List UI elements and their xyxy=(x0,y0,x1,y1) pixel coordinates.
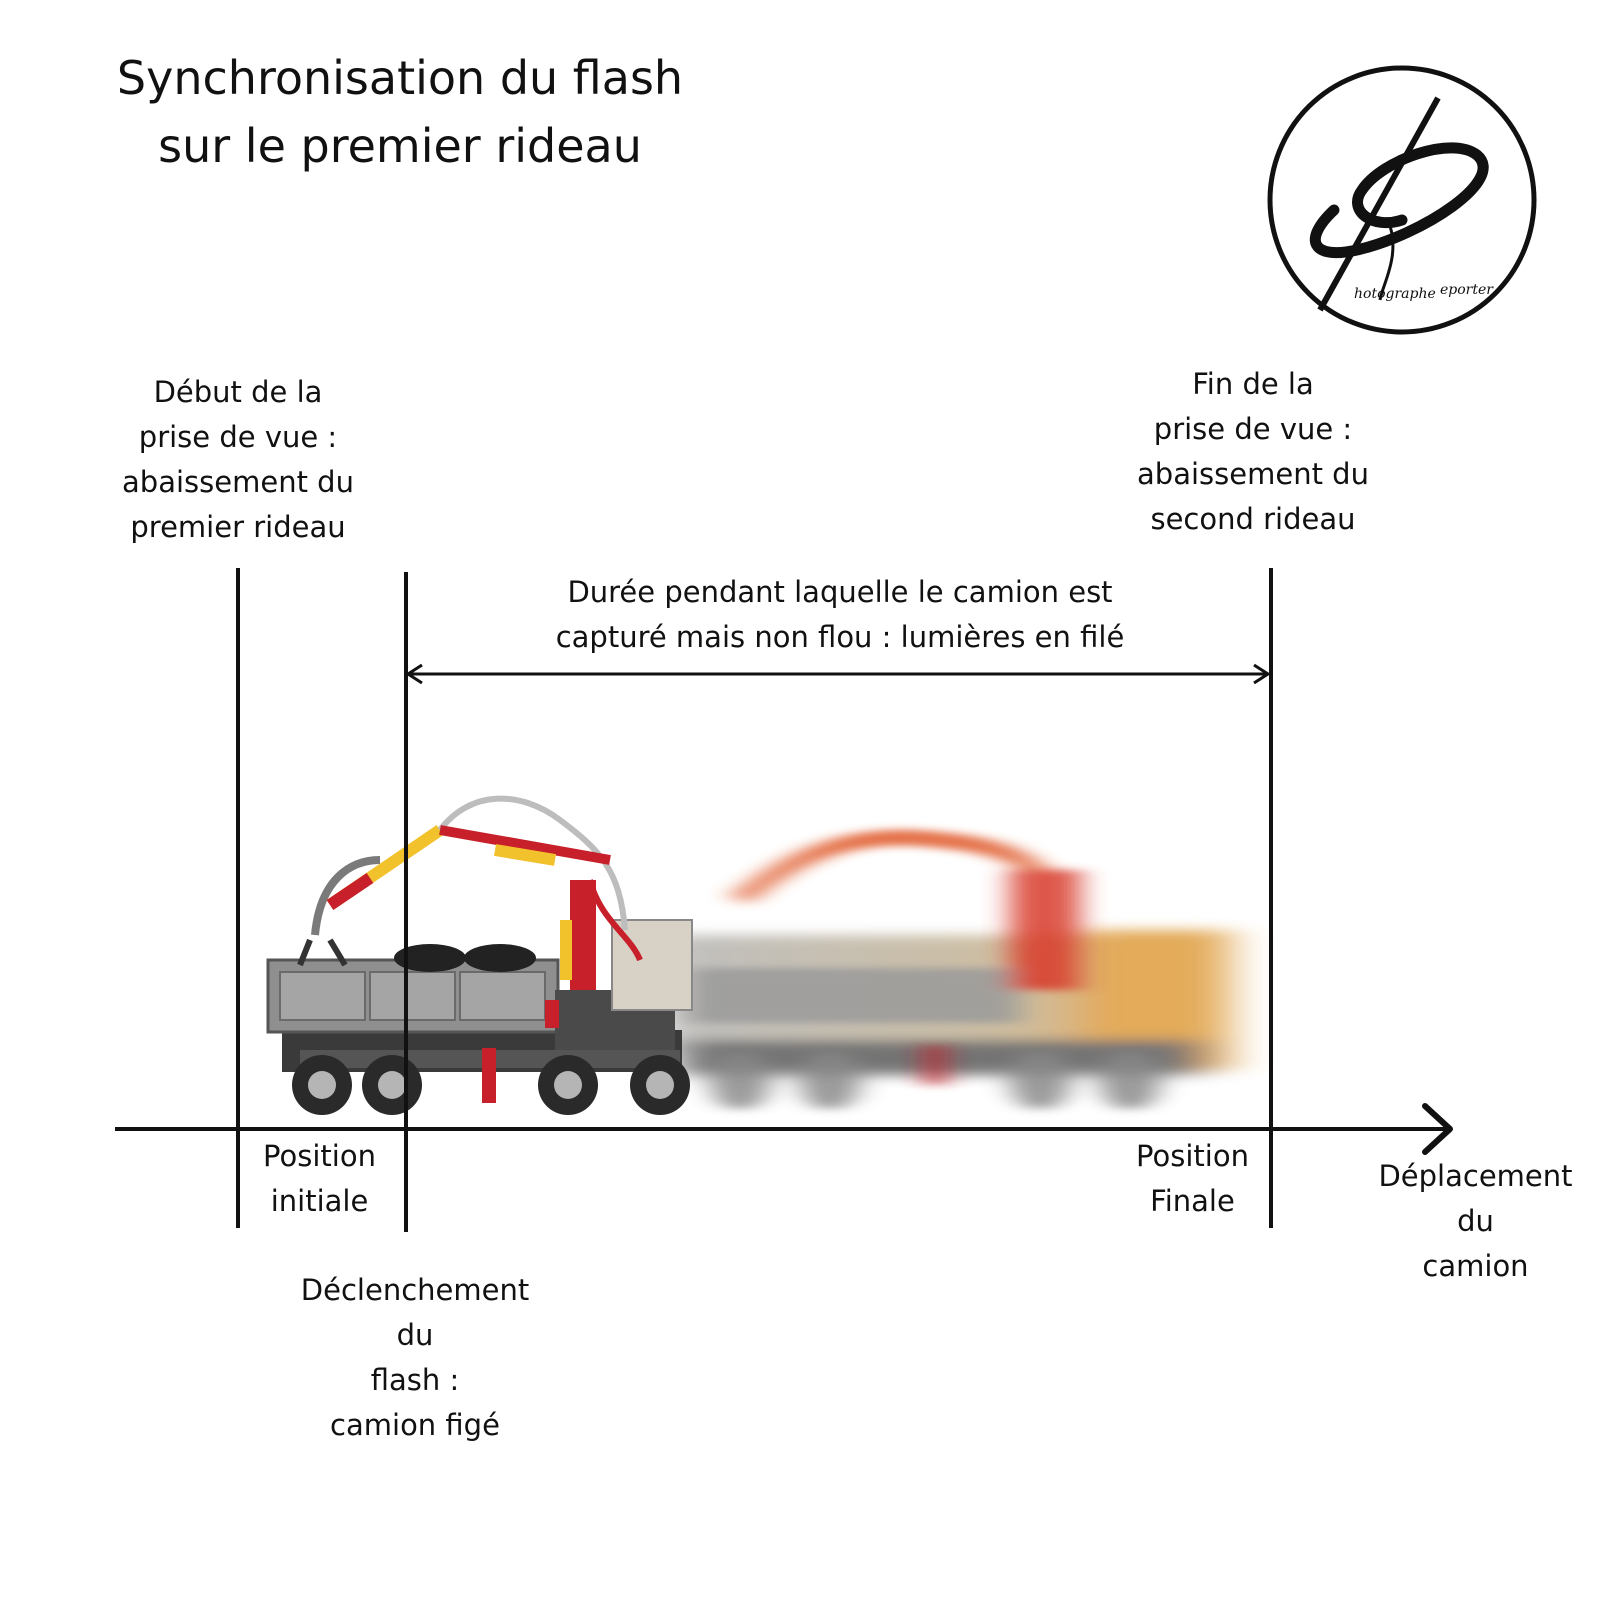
title-line-1: Synchronisation du flash xyxy=(116,51,684,105)
initial-position-line-2: initiale xyxy=(270,1184,369,1218)
end-label-line-1: Fin de la xyxy=(1192,367,1314,401)
title-line-2: sur le premier rideau xyxy=(158,119,642,173)
end-label-line-2: prise de vue : xyxy=(1153,412,1353,446)
start-label-line-1: Début de la xyxy=(153,375,323,409)
start-label-line-2: prise de vue : xyxy=(138,420,338,454)
initial-position-label: Position initiale xyxy=(242,1134,397,1224)
flash-trigger-label: Déclenchement du flash : camion figé xyxy=(280,1268,550,1448)
logo-script-text-1: hotographe xyxy=(1354,286,1436,302)
duration-arrow xyxy=(405,663,1271,685)
page-title: Synchronisation du flash sur le premier … xyxy=(100,44,700,180)
truck-displacement-label: Déplacement du camion xyxy=(1368,1154,1583,1289)
end-of-exposure-label: Fin de la prise de vue : abaissement du … xyxy=(1103,362,1403,542)
sharp-truck xyxy=(266,795,693,1115)
flash-label-line-2: du xyxy=(396,1318,434,1352)
duration-label: Durée pendant laquelle le camion est cap… xyxy=(520,570,1160,660)
final-position-line-1: Position xyxy=(1136,1139,1249,1173)
logo-script-text-2: eporter xyxy=(1440,282,1494,298)
photographe-reporter-logo: hotographe eporter xyxy=(1267,65,1537,335)
final-position-line-2: Finale xyxy=(1150,1184,1235,1218)
duration-label-line-1: Durée pendant laquelle le camion est xyxy=(567,575,1113,609)
duration-label-line-2: capturé mais non flou : lumières en filé xyxy=(555,620,1125,654)
flash-label-line-4: camion figé xyxy=(330,1408,500,1442)
end-label-line-3: abaissement du xyxy=(1137,457,1369,491)
final-position-label: Position Finale xyxy=(1115,1134,1270,1224)
initial-position-line-1: Position xyxy=(263,1139,376,1173)
start-label-line-3: abaissement du xyxy=(122,465,354,499)
end-label-line-4: second rideau xyxy=(1150,502,1356,536)
start-of-exposure-label: Début de la prise de vue : abaissement d… xyxy=(88,370,388,550)
displacement-label-line-3: camion xyxy=(1422,1249,1529,1283)
start-label-line-4: premier rideau xyxy=(130,510,346,544)
displacement-label-line-1: Déplacement xyxy=(1378,1159,1573,1193)
displacement-label-line-2: du xyxy=(1457,1204,1494,1238)
flash-label-line-1: Déclenchement xyxy=(300,1273,530,1307)
displacement-axis xyxy=(115,1103,1453,1155)
blurred-truck xyxy=(660,829,1230,1110)
flash-label-line-3: flash : xyxy=(370,1363,460,1397)
